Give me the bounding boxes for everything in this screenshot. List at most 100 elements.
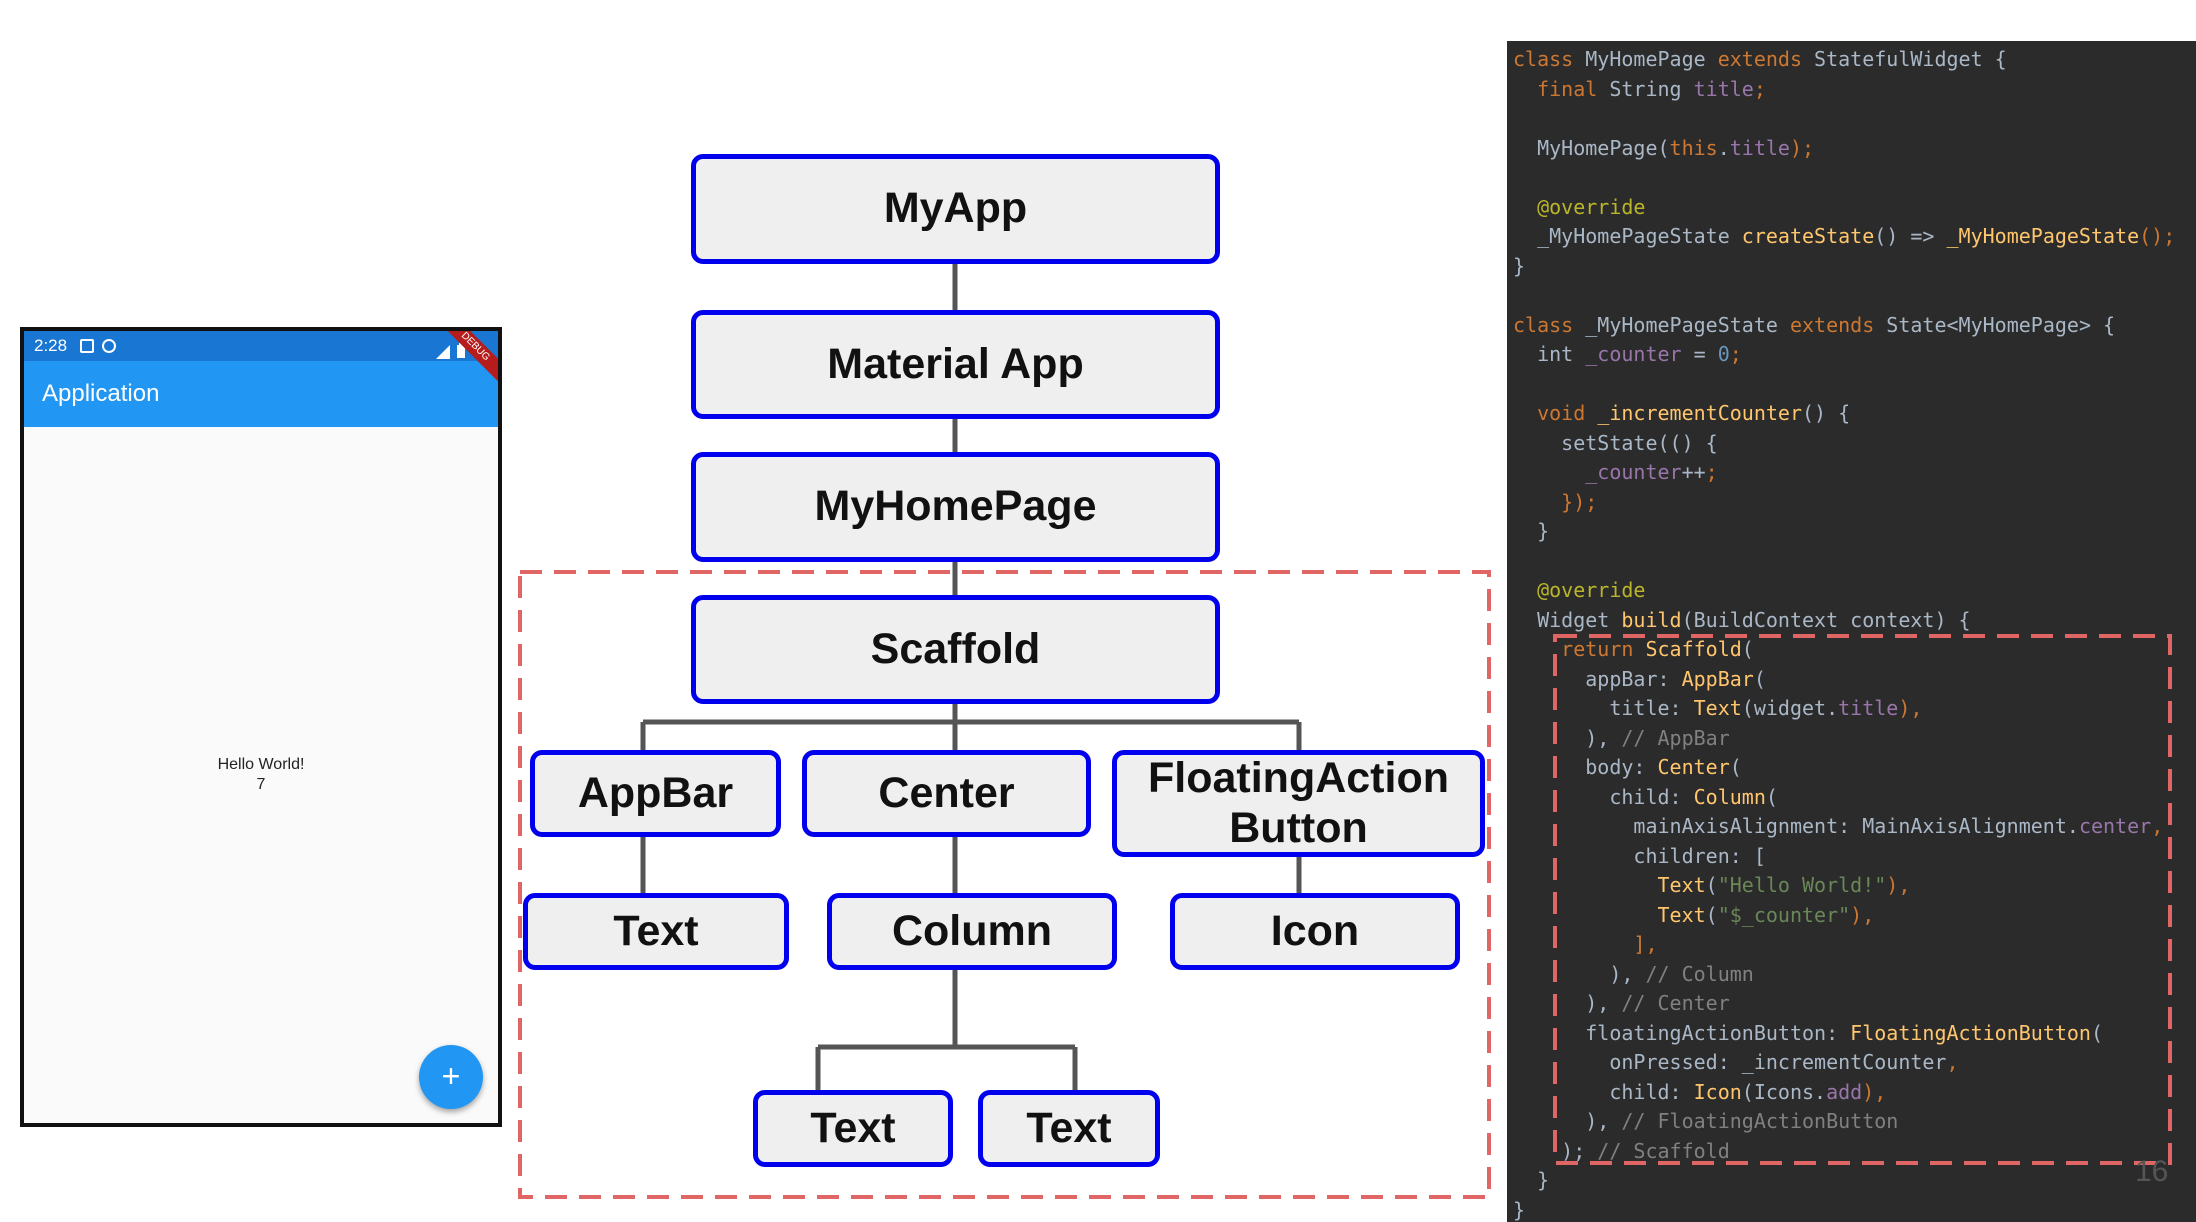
code-token: "Hello World!" xyxy=(1717,873,1887,897)
code-token: "$_counter" xyxy=(1717,902,1851,927)
code-token: (widget. xyxy=(1741,696,1839,720)
code-token: @override xyxy=(1537,194,1646,219)
code-token: String xyxy=(1609,76,1694,101)
app-bar: Application xyxy=(24,361,498,427)
code-token: , xyxy=(2151,814,2164,838)
code-token: ); xyxy=(1789,135,1815,160)
code-token: extends xyxy=(1717,47,1815,71)
code-line: ), // Center xyxy=(1513,989,1730,1018)
code-token: child: xyxy=(1513,1079,1694,1104)
code-line: } xyxy=(1513,517,1549,546)
code-token: _incrementCounter xyxy=(1597,401,1803,425)
code-token xyxy=(1513,873,1658,897)
code-line: children: [ xyxy=(1513,842,1766,871)
code-line: int _counter = 0; xyxy=(1513,340,1742,369)
code-token: ), xyxy=(1513,991,1622,1015)
scaffold-subtree-highlight xyxy=(518,570,1491,1199)
add-fab-button[interactable]: + xyxy=(419,1045,483,1109)
code-token: ), xyxy=(1513,1109,1622,1133)
node-column-text-1: Text xyxy=(753,1090,953,1167)
node-fab-line1: FloatingAction xyxy=(1148,754,1449,803)
code-token xyxy=(1513,578,1537,602)
hello-text: Hello World! xyxy=(217,756,305,773)
node-scaffold: Scaffold xyxy=(691,595,1220,704)
code-line: } xyxy=(1513,1166,1549,1195)
code-token: children: [ xyxy=(1513,843,1766,868)
code-line: mainAxisAlignment: MainAxisAlignment.cen… xyxy=(1513,812,2163,841)
code-token: }); xyxy=(1513,489,1598,514)
code-line: } xyxy=(1513,1196,1525,1222)
code-line: setState(() { xyxy=(1513,429,1718,458)
code-token: appBar: xyxy=(1513,666,1682,691)
code-token: return xyxy=(1561,637,1646,661)
code-token: title: xyxy=(1513,696,1694,720)
code-token: // Column xyxy=(1645,961,1754,986)
code-token: ), xyxy=(1513,725,1622,750)
code-token: ( xyxy=(1705,902,1718,927)
code-token: // AppBar xyxy=(1621,725,1730,750)
node-floating-action-button: FloatingAction Button xyxy=(1112,750,1485,857)
code-token xyxy=(1513,77,1537,101)
code-token: // Scaffold xyxy=(1597,1138,1730,1163)
code-line: floatingActionButton: FloatingActionButt… xyxy=(1513,1019,2103,1048)
phone-screenshot: 2:28 Application DEBUG Hello World! 7 + xyxy=(20,327,502,1127)
code-token: final xyxy=(1537,76,1610,101)
code-token: MyHomePage( xyxy=(1513,135,1670,160)
code-token: setState(() { xyxy=(1513,430,1718,455)
code-token: ), xyxy=(1886,873,1911,897)
code-token: // FloatingActionButton xyxy=(1621,1109,1899,1133)
code-token: Widget xyxy=(1513,607,1622,632)
code-token: title xyxy=(1729,135,1790,160)
code-token: } xyxy=(1513,519,1550,543)
code-token: 0 xyxy=(1717,342,1730,366)
code-line: } xyxy=(1513,252,1525,281)
code-token: StatefulWidget { xyxy=(1814,47,2007,71)
page-number: 16 xyxy=(2135,1155,2169,1188)
code-token xyxy=(1513,903,1658,927)
code-token: () { xyxy=(1802,401,1851,425)
code-line: Text("Hello World!"), xyxy=(1513,871,1911,900)
code-token: _MyHomePageState xyxy=(1585,312,1790,337)
code-line: body: Center( xyxy=(1513,753,1742,782)
code-token: Column xyxy=(1693,784,1766,809)
counter-text: 7 xyxy=(256,776,266,793)
code-editor-panel: class MyHomePage extends StatefulWidget … xyxy=(1507,41,2196,1222)
sync-icon xyxy=(102,339,116,353)
code-token: title xyxy=(1838,696,1899,720)
code-token: (Icons. xyxy=(1741,1079,1827,1104)
code-token: State<MyHomePage> { xyxy=(1886,312,2116,337)
code-token: extends xyxy=(1789,312,1887,337)
code-line: MyHomePage(this.title); xyxy=(1513,134,1814,163)
code-token: (); xyxy=(2139,224,2176,248)
code-line: void _incrementCounter() { xyxy=(1513,399,1850,428)
code-token: Center xyxy=(1657,755,1730,779)
node-appbar-text: Text xyxy=(523,893,789,970)
app-bar-title: Application xyxy=(42,380,160,407)
code-token: } xyxy=(1513,1197,1526,1222)
code-token: Text xyxy=(1657,902,1706,927)
code-token: Text xyxy=(1693,696,1742,720)
code-token: FloatingActionButton xyxy=(1850,1020,2091,1045)
code-line: child: Icon(Icons.add), xyxy=(1513,1078,1886,1107)
node-column-text-2: Text xyxy=(978,1090,1160,1167)
node-fab-line2: Button xyxy=(1229,803,1368,852)
code-token: AppBar xyxy=(1681,666,1754,691)
code-token: _counter xyxy=(1585,342,1682,366)
code-line: }); xyxy=(1513,488,1597,517)
code-token: onPressed: _incrementCounter xyxy=(1513,1050,1947,1074)
code-token xyxy=(1513,637,1561,661)
code-token: } xyxy=(1513,253,1526,278)
code-token: MyHomePage xyxy=(1585,47,1718,71)
code-token: _counter xyxy=(1585,460,1682,484)
code-line: @override xyxy=(1513,576,1645,605)
code-token: ( xyxy=(1729,755,1742,779)
code-line: ); // Scaffold xyxy=(1513,1137,1730,1166)
code-token: this xyxy=(1669,135,1718,160)
code-token: mainAxisAlignment: MainAxisAlignment. xyxy=(1513,814,2079,838)
code-token: class xyxy=(1513,312,1586,337)
code-token: ); xyxy=(1513,1138,1598,1163)
code-token: void xyxy=(1537,401,1598,425)
code-token xyxy=(1513,195,1537,219)
code-token: createState xyxy=(1741,224,1875,248)
